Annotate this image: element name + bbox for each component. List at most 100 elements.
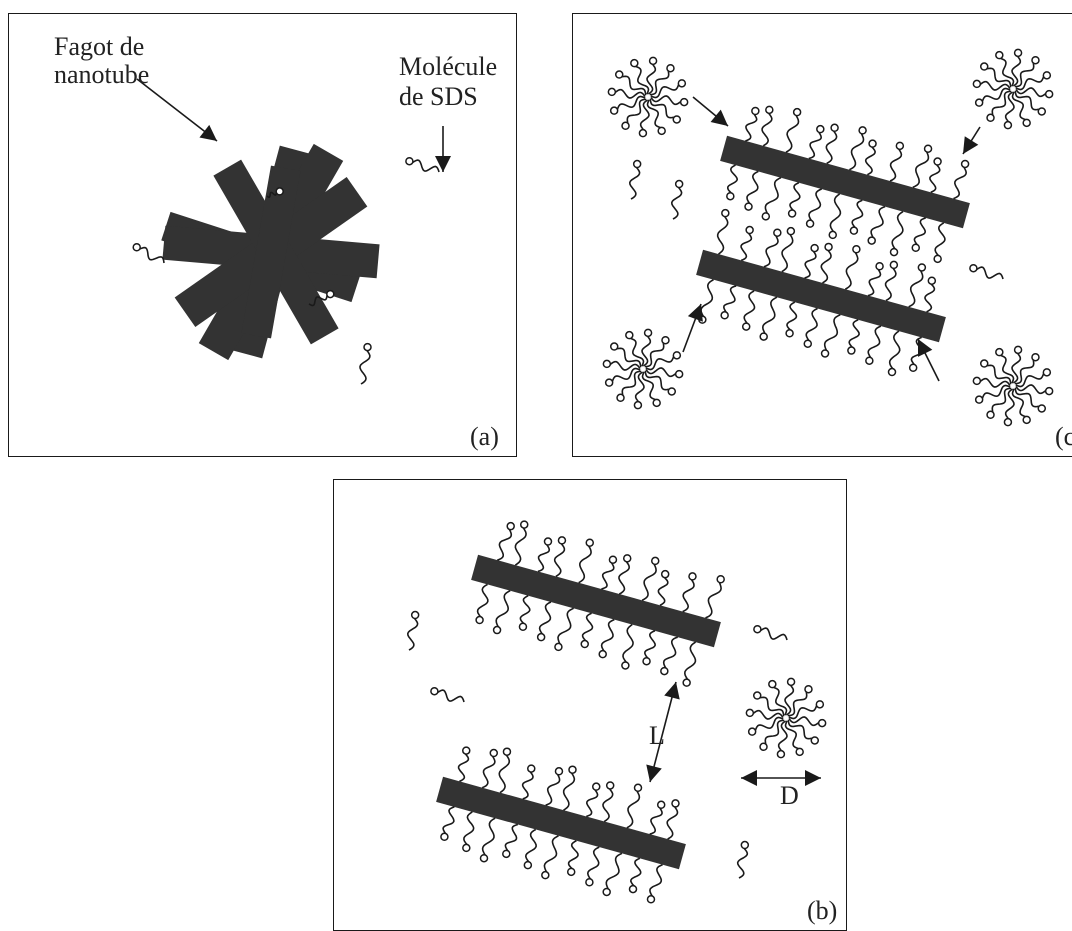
sds-tail	[746, 170, 759, 204]
nanotube	[720, 135, 970, 229]
sds-head	[518, 622, 528, 631]
sds-head	[672, 351, 682, 360]
micelle-sds-molecule	[646, 56, 658, 95]
adsorbed-sds-molecule	[514, 520, 529, 566]
micelle-sds-molecule	[1011, 345, 1023, 384]
panel-c-drawing	[602, 48, 1054, 427]
sds-head	[625, 330, 634, 340]
micelle-sds-molecule	[974, 384, 1011, 404]
sds-tail	[805, 307, 818, 341]
micelle-sds-molecule	[1014, 55, 1040, 88]
sds-head	[720, 311, 729, 320]
sds-tail	[912, 151, 930, 189]
sds-tail	[670, 187, 683, 220]
sds-tail	[644, 342, 665, 368]
sds-head	[816, 124, 825, 134]
adsorbed-sds-molecule	[646, 863, 663, 904]
molecule-arrow	[435, 126, 451, 172]
sds-head	[849, 226, 859, 235]
sds-head	[591, 782, 601, 791]
adsorbed-sds-molecule	[602, 781, 615, 823]
sds-head	[1022, 415, 1031, 425]
micelle-sds-molecule	[995, 347, 1015, 384]
adsorbed-sds-molecule	[523, 828, 537, 870]
micelle-sds-molecule	[649, 98, 682, 124]
sds-head	[786, 226, 796, 236]
adsorbed-sds-molecule	[492, 589, 511, 635]
sds-tail	[908, 270, 924, 308]
sds-tail	[359, 350, 371, 385]
adsorbed-sds-molecule	[785, 301, 798, 338]
sds-head	[614, 70, 624, 79]
sds-tail	[495, 589, 511, 628]
adsorption-arrow	[682, 303, 703, 353]
distance-l-arrow	[646, 681, 680, 783]
sds-head	[621, 661, 630, 670]
sds-head	[566, 867, 576, 877]
sds-tail	[981, 384, 1011, 399]
sds-tail	[788, 705, 818, 720]
adsorbed-sds-molecule	[745, 106, 760, 142]
micelle-sds-molecule	[641, 371, 661, 408]
molecule-label-line2: de SDS	[399, 82, 478, 111]
sds-head	[326, 289, 335, 299]
sds-head	[828, 230, 837, 240]
sds-tail	[784, 684, 795, 716]
sds-head	[523, 860, 533, 870]
adsorbed-sds-molecule	[867, 205, 886, 245]
micelle-sds-molecule	[974, 87, 1011, 107]
sds-tail	[586, 846, 600, 880]
arrowhead	[710, 109, 728, 126]
sds-tail	[622, 623, 634, 663]
arrowhead	[646, 764, 662, 782]
sds-tail	[1014, 62, 1035, 88]
sds-tail	[740, 232, 753, 262]
sds-head	[554, 767, 564, 776]
sds-tail	[743, 290, 756, 324]
sds-head	[972, 376, 982, 386]
sds-tail	[266, 191, 278, 199]
sds-tail	[645, 356, 675, 371]
sds-tail	[773, 686, 788, 716]
arrowhead	[687, 304, 703, 322]
adsorbed-sds-molecule	[953, 159, 970, 200]
sds-tail	[616, 95, 646, 110]
sds-head	[979, 62, 989, 71]
sds-head	[661, 335, 670, 345]
sds-head	[917, 263, 927, 272]
sds-head	[674, 179, 684, 189]
adsorbed-sds-molecule	[744, 170, 759, 211]
panel-a-drawing	[132, 78, 451, 385]
sds-head	[974, 98, 984, 107]
adsorbed-sds-molecule	[649, 800, 666, 835]
panel-c: (c	[572, 13, 1072, 457]
sds-tail	[924, 283, 936, 313]
micelle-sds-molecule	[1011, 91, 1031, 128]
micelle-sds-molecule	[972, 79, 1011, 91]
sds-tail	[650, 84, 680, 99]
adsorbed-sds-molecule	[641, 556, 660, 602]
sds-tail	[754, 716, 784, 731]
sds-tail	[457, 753, 470, 783]
sds-tail	[736, 847, 749, 879]
sds-tail	[727, 164, 739, 194]
sds-tail	[666, 806, 679, 840]
sds-head	[969, 263, 978, 273]
adsorbed-sds-molecule	[849, 126, 867, 171]
sds-molecule	[359, 342, 372, 385]
sds-head	[960, 159, 970, 169]
sds-tail	[514, 527, 527, 566]
adsorbed-sds-molecule	[705, 575, 725, 619]
sds-head	[1031, 352, 1040, 362]
sds-tail	[605, 852, 623, 890]
sds-tail	[611, 367, 641, 382]
sds-head	[660, 569, 670, 579]
sds-head	[527, 764, 536, 773]
adsorbed-sds-molecule	[867, 261, 884, 297]
sds-tail	[808, 188, 823, 221]
sds-head	[745, 708, 755, 718]
fagot-label-line2: nanotube	[54, 60, 150, 89]
sds-head	[598, 649, 607, 659]
micelle-sds-molecule	[609, 342, 642, 368]
adsorbed-sds-molecule	[820, 242, 833, 284]
